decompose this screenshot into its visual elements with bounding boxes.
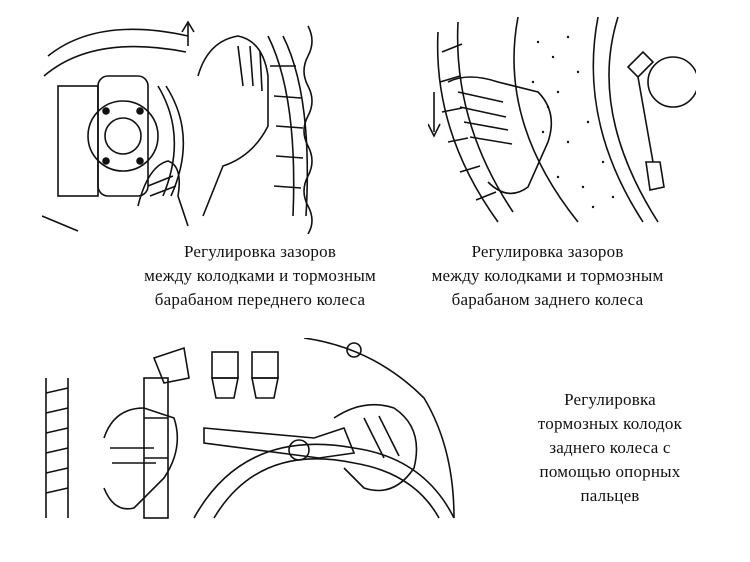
caption-line: помощью опорных	[539, 462, 681, 481]
rear-wheel-brake-illustration	[428, 12, 696, 230]
caption-line: Регулировка зазоров	[183, 242, 337, 261]
caption-line: Регулировка	[564, 390, 656, 409]
caption-line: пальцев	[580, 486, 640, 505]
caption-line: тормозных колодок	[537, 414, 683, 433]
caption-line: Регулировка зазоров	[471, 242, 624, 261]
rear-wheel-pins-illustration	[44, 338, 464, 522]
caption-line: между колодками и тормозным	[431, 266, 664, 285]
caption-line: между колодками и тормозным	[144, 266, 376, 285]
rear-wheel-pins-caption: Регулировка тормозных колодок заднего ко…	[490, 388, 730, 508]
rear-wheel-caption: Регулировка зазоров между колодками и то…	[395, 240, 700, 312]
caption-line: барабаном переднего колеса	[154, 290, 366, 309]
caption-line: заднего колеса с	[549, 438, 671, 457]
caption-line: барабаном заднего колеса	[451, 290, 644, 309]
front-wheel-caption: Регулировка зазоров между колодками и то…	[140, 240, 380, 312]
front-wheel-brake-illustration	[38, 16, 320, 234]
